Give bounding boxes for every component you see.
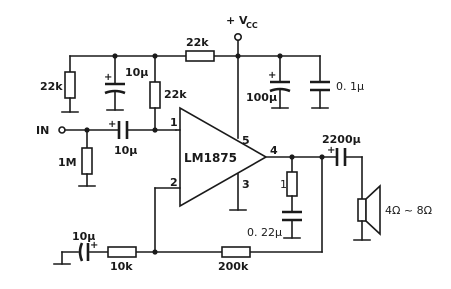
svg-text:0. 22µ: 0. 22µ (247, 226, 282, 239)
svg-text:10k: 10k (110, 260, 133, 273)
svg-text:10µ: 10µ (125, 66, 148, 79)
vcc-label: + V CC (226, 14, 258, 30)
svg-text:22k: 22k (186, 36, 209, 49)
svg-text:1M: 1M (58, 156, 77, 169)
svg-text:0. 1µ: 0. 1µ (336, 80, 364, 93)
resistor-22k-mid: 22k (149, 55, 187, 133)
capacitor-0.1u-supply: 0. 1µ (310, 55, 364, 109)
svg-text:4Ω ~ 8Ω: 4Ω ~ 8Ω (385, 204, 432, 217)
svg-text:200k: 200k (218, 260, 249, 273)
svg-text:1: 1 (170, 116, 178, 129)
svg-text:22k: 22k (40, 80, 63, 93)
svg-text:+: + (327, 145, 335, 156)
resistor-200k-feedback: 200k (218, 246, 251, 273)
output-wire (265, 154, 363, 160)
capacitor-10u-bias: + 10µ (104, 55, 148, 111)
capacitor-100u-supply: + 100µ (246, 55, 291, 109)
resistor-22k-top: 22k (185, 36, 215, 62)
speaker: 4Ω ~ 8Ω (353, 156, 432, 241)
svg-text:CC: CC (246, 21, 258, 30)
resistor-1-ohm-zobel: 1 (280, 156, 298, 213)
svg-text:+: + (90, 240, 98, 251)
capacitor-10u-feedback: + 10µ (53, 230, 98, 265)
amplifier-pin-wires (154, 129, 247, 253)
svg-text:+: + (108, 119, 116, 130)
svg-text:2200µ: 2200µ (322, 133, 361, 146)
svg-text:+ V: + V (226, 14, 248, 27)
svg-text:22k: 22k (164, 88, 187, 101)
svg-text:4: 4 (270, 144, 278, 157)
vcc-terminal (234, 32, 243, 41)
svg-text:IN: IN (36, 124, 49, 137)
lm1875-amplifier: LM1875 1 2 3 4 5 (170, 106, 278, 208)
svg-text:LM1875: LM1875 (184, 151, 237, 165)
svg-text:10µ: 10µ (72, 230, 95, 243)
capacitor-2200u-output: + 2200µ (322, 133, 361, 166)
svg-text:5: 5 (242, 134, 250, 147)
capacitor-0.22u-zobel: 0. 22µ (247, 210, 302, 239)
feedback-wire (89, 156, 323, 255)
resistor-22k-left: 22k (40, 55, 79, 113)
capacitor-10u-input: + 10µ (108, 119, 137, 157)
svg-text:1: 1 (280, 178, 287, 191)
svg-text:100µ: 100µ (246, 91, 277, 104)
resistor-10k-feedback: 10k (107, 246, 137, 273)
input-terminal: IN (36, 124, 66, 137)
svg-text:+: + (104, 72, 112, 83)
svg-text:10µ: 10µ (114, 144, 137, 157)
svg-text:2: 2 (170, 176, 178, 189)
resistor-1m-input: 1M (58, 129, 96, 187)
svg-text:+: + (268, 70, 276, 81)
svg-text:3: 3 (242, 178, 250, 191)
input-wire (64, 127, 177, 133)
